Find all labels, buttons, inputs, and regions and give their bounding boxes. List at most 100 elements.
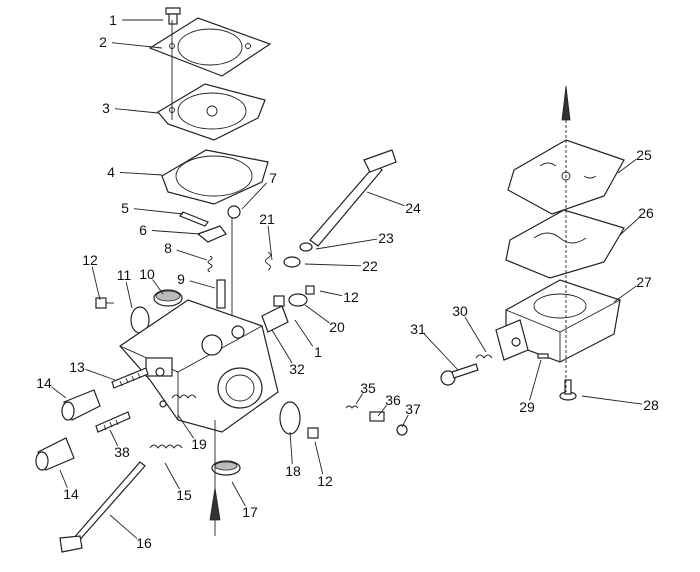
callout-c12b: 12 <box>314 441 333 489</box>
leader-line <box>314 441 324 475</box>
callout-number: 23 <box>378 230 394 246</box>
callout-c22: 22 <box>304 258 378 274</box>
callout-layer: 1234567891011121314381419151617181221321… <box>36 12 659 551</box>
callout-c38: 38 <box>109 429 130 460</box>
callout-number: 20 <box>329 319 345 335</box>
callout-c26: 26 <box>619 205 654 236</box>
limiter-cap-part-14-upper <box>61 389 101 421</box>
callout-c1a: 1 <box>109 12 163 28</box>
callout-number: 5 <box>121 200 129 216</box>
plug-part-10 <box>153 289 183 307</box>
leader-line <box>529 359 542 401</box>
callout-number: 21 <box>259 211 275 227</box>
screen-part-17 <box>211 460 241 476</box>
screw-part-1-top <box>165 7 181 25</box>
callout-number: 11 <box>117 267 132 283</box>
gasket-part-4 <box>161 149 269 205</box>
leader-line <box>304 304 330 324</box>
needle-screw-part-13 <box>111 367 149 389</box>
o-ring-part-23 <box>299 242 313 252</box>
callout-c36: 36 <box>377 392 401 417</box>
leader-line <box>109 514 138 539</box>
leader-line <box>289 431 293 465</box>
callout-c37: 37 <box>401 401 421 428</box>
leader-line <box>189 280 216 289</box>
washer-part-22 <box>283 256 301 268</box>
callout-c27: 27 <box>613 274 652 303</box>
leader-line <box>231 481 246 507</box>
callout-c14b: 14 <box>59 469 79 502</box>
leader-line <box>59 469 68 488</box>
needle-part-9 <box>216 279 226 309</box>
leader-line <box>111 42 163 49</box>
screw-part-7 <box>227 205 241 219</box>
callout-c21: 21 <box>259 211 275 261</box>
callout-c30: 30 <box>452 303 487 353</box>
diaphragm-part-3 <box>157 83 266 141</box>
callout-number: 12 <box>317 473 333 489</box>
callout-number: 30 <box>452 303 468 319</box>
callout-c2: 2 <box>99 34 163 50</box>
callout-number: 24 <box>405 200 421 216</box>
leader-line <box>125 281 133 309</box>
callout-number: 14 <box>36 375 52 391</box>
callout-c3: 3 <box>102 100 159 116</box>
callout-number: 8 <box>164 240 172 256</box>
leader-line <box>304 263 362 267</box>
pin-part-29 <box>537 353 549 359</box>
leader-line <box>355 393 363 405</box>
leader-line <box>464 316 487 353</box>
callout-c29: 29 <box>519 359 542 415</box>
plate-part-20 <box>288 293 308 307</box>
leader-line <box>176 249 208 261</box>
screw-part-12-right <box>305 285 315 295</box>
fitting-part-36 <box>369 411 385 422</box>
callout-c4: 4 <box>107 164 163 180</box>
callout-number: 15 <box>176 487 192 503</box>
callout-c16: 16 <box>109 514 152 551</box>
shaft-part-16 <box>59 461 146 553</box>
screw-part-12-left <box>95 297 114 309</box>
callout-c7: 7 <box>241 170 277 210</box>
callout-c17: 17 <box>231 481 258 520</box>
callout-number: 12 <box>82 252 98 268</box>
leader-line <box>423 333 459 371</box>
callout-number: 28 <box>643 397 659 413</box>
callout-c8: 8 <box>164 240 208 261</box>
callout-number: 22 <box>362 258 378 274</box>
callout-c31: 31 <box>410 321 459 371</box>
callout-c18: 18 <box>285 431 301 479</box>
callout-c19: 19 <box>177 414 207 452</box>
spring-part-15 <box>149 444 183 449</box>
leader-line <box>152 279 164 295</box>
callout-number: 4 <box>107 164 115 180</box>
screw-part-28 <box>559 379 577 401</box>
callout-number: 17 <box>242 504 258 520</box>
callout-number: 18 <box>285 463 301 479</box>
callout-c32: 32 <box>271 329 305 377</box>
callout-number: 10 <box>139 266 155 282</box>
callout-number: 9 <box>177 271 185 287</box>
needle-screw-part-38 <box>95 411 131 433</box>
spring-part-35 <box>345 405 359 409</box>
callout-c1b: 1 <box>294 319 322 360</box>
spring-part-19 <box>171 394 197 399</box>
carburetor-body <box>119 299 279 433</box>
leader-line <box>319 290 343 297</box>
callout-c35: 35 <box>355 380 376 405</box>
screw-part-31 <box>440 363 479 386</box>
callout-c25: 25 <box>617 147 652 174</box>
shaft-part-24 <box>309 149 397 247</box>
leader-line <box>177 414 195 439</box>
pin-part-5 <box>179 211 209 227</box>
leader-line <box>401 414 409 428</box>
callout-number: 7 <box>269 170 277 186</box>
gasket-part-2 <box>148 17 272 77</box>
callout-number: 29 <box>519 399 535 415</box>
leader-line <box>377 404 388 417</box>
o-ring-part-37 <box>396 424 408 436</box>
pump-body-part-27 <box>495 279 621 363</box>
leader-line <box>267 225 273 261</box>
leader-line <box>315 238 378 250</box>
